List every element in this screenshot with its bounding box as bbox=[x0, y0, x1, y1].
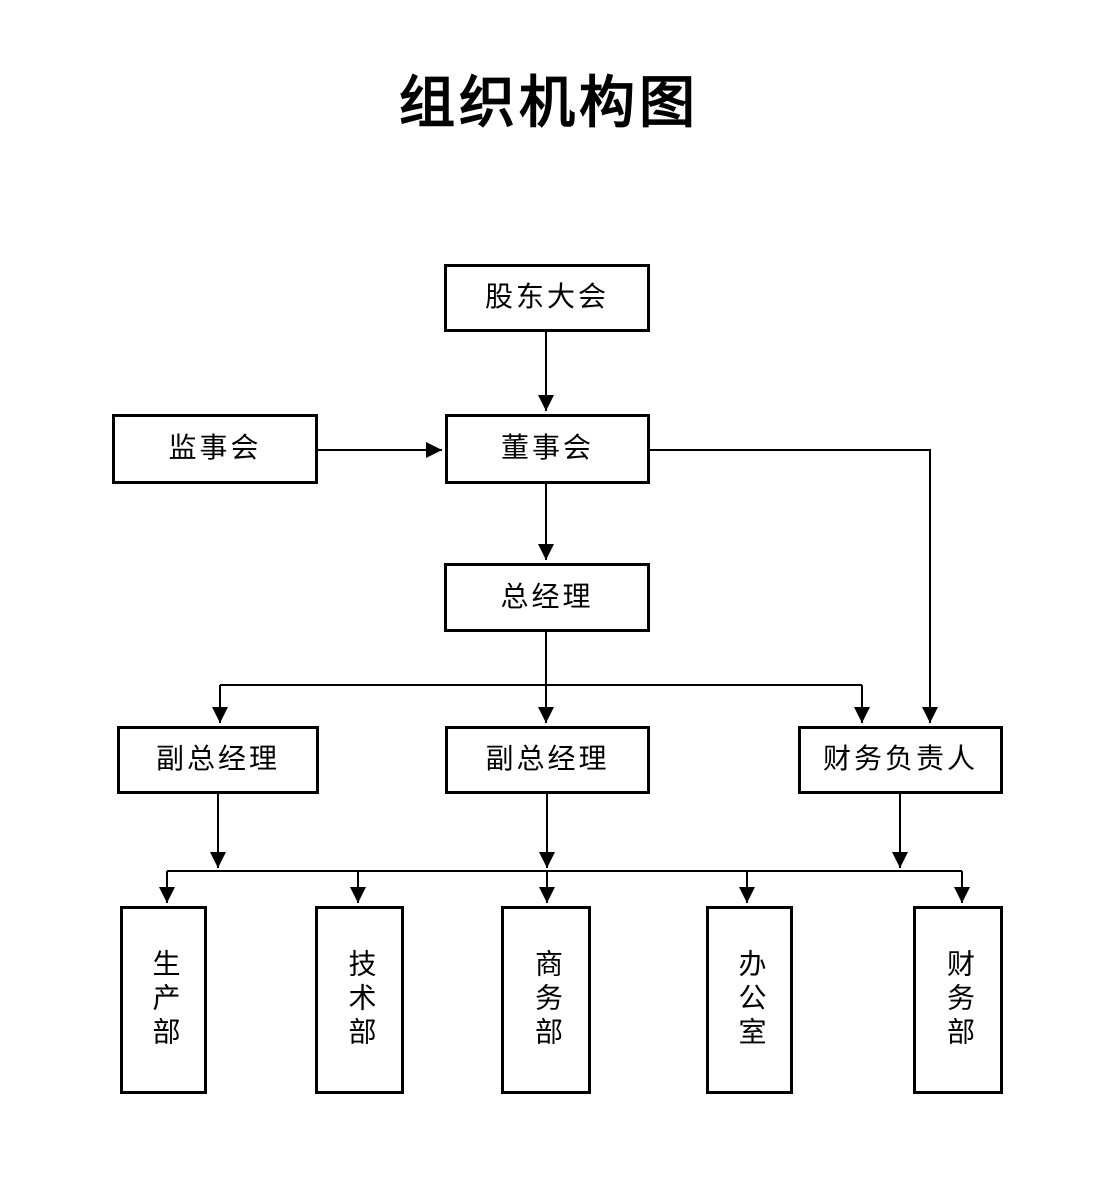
node-finance-dept: 财务部 bbox=[913, 906, 1003, 1094]
node-board-of-directors: 董事会 bbox=[445, 414, 650, 484]
node-label: 生产部 bbox=[148, 949, 180, 1051]
node-label: 总经理 bbox=[500, 581, 594, 613]
edge-board-finance-head bbox=[650, 449, 938, 723]
node-supervisory-board: 监事会 bbox=[112, 414, 318, 484]
node-technology-dept: 技术部 bbox=[315, 906, 404, 1094]
node-deputy-gm-center: 副总经理 bbox=[445, 726, 650, 794]
node-label: 技术部 bbox=[344, 949, 376, 1051]
node-label: 办公室 bbox=[734, 949, 766, 1051]
node-office: 办公室 bbox=[706, 906, 793, 1094]
node-deputy-gm-left: 副总经理 bbox=[117, 726, 319, 794]
node-label: 股东大会 bbox=[484, 282, 609, 313]
node-label: 副总经理 bbox=[155, 744, 280, 775]
node-label: 财务部 bbox=[943, 949, 974, 1051]
node-general-manager: 总经理 bbox=[444, 563, 650, 632]
node-label: 副总经理 bbox=[485, 744, 610, 775]
node-production-dept: 生产部 bbox=[120, 906, 207, 1094]
node-label: 董事会 bbox=[500, 433, 594, 464]
node-shareholders-meeting: 股东大会 bbox=[444, 264, 650, 332]
node-label: 财务负责人 bbox=[822, 744, 978, 775]
node-commerce-dept: 商务部 bbox=[501, 906, 591, 1094]
page-title: 组织机构图 bbox=[399, 73, 699, 135]
node-finance-head: 财务负责人 bbox=[798, 726, 1003, 794]
node-label: 商务部 bbox=[531, 949, 562, 1051]
node-label: 监事会 bbox=[168, 433, 262, 464]
